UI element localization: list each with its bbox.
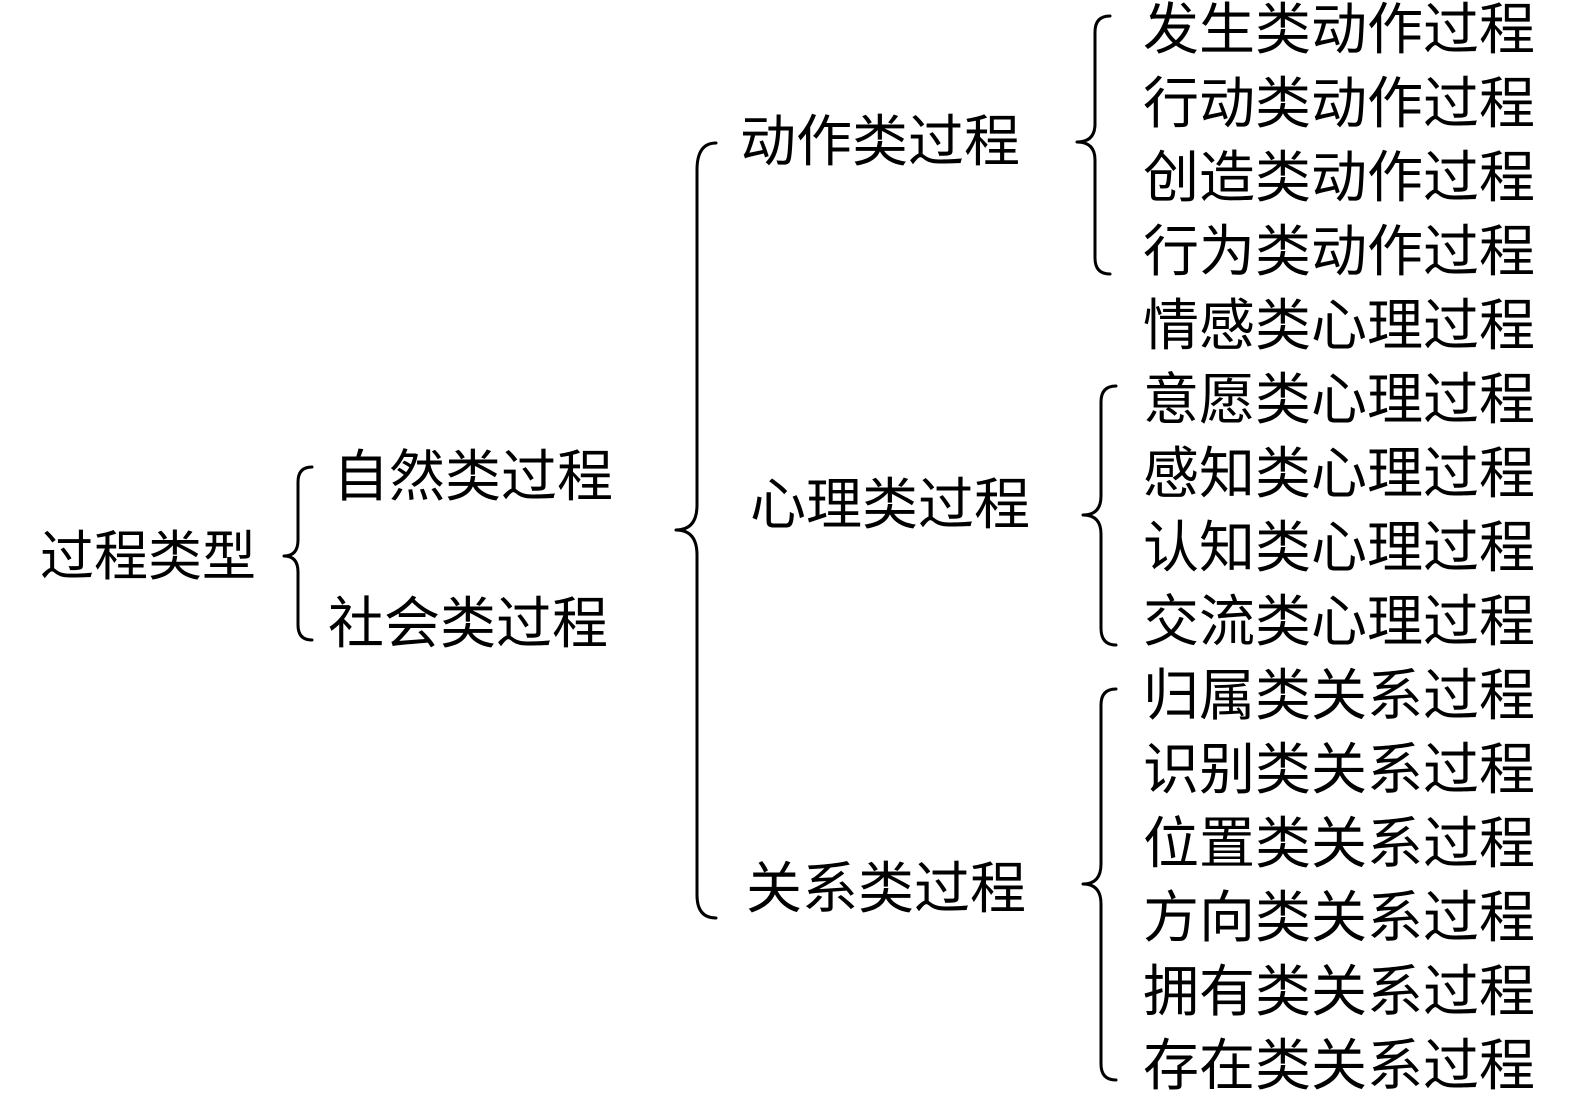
brace-mental xyxy=(1081,384,1118,647)
brace-action xyxy=(1075,14,1112,276)
relation-process-label: 关系类过程 xyxy=(746,857,1026,922)
leaf-action-3: 创造类动作过程 xyxy=(1143,146,1535,211)
brace-root xyxy=(282,465,314,642)
leaf-mental-4: 认知类心理过程 xyxy=(1143,516,1535,581)
leaf-action-2: 行动类动作过程 xyxy=(1143,72,1535,137)
leaf-relation-4: 方向类关系过程 xyxy=(1143,886,1535,951)
leaf-mental-2: 意愿类心理过程 xyxy=(1143,368,1535,433)
leaf-mental-1: 情感类心理过程 xyxy=(1143,294,1535,359)
leaf-relation-3: 位置类关系过程 xyxy=(1143,812,1535,877)
brace-social xyxy=(674,141,718,920)
leaf-relation-1: 归属类关系过程 xyxy=(1143,664,1535,729)
brace-relation xyxy=(1081,687,1118,1082)
action-process-label: 动作类过程 xyxy=(740,110,1020,175)
mental-process-label: 心理类过程 xyxy=(750,473,1030,538)
leaf-action-1: 发生类动作过程 xyxy=(1143,0,1535,63)
leaf-relation-2: 识别类关系过程 xyxy=(1143,738,1535,803)
leaf-relation-5: 拥有类关系过程 xyxy=(1143,960,1535,1025)
root-label: 过程类型 xyxy=(40,525,256,588)
leaf-mental-3: 感知类心理过程 xyxy=(1143,442,1535,507)
leaf-relation-6: 存在类关系过程 xyxy=(1143,1034,1535,1099)
leaf-action-4: 行为类动作过程 xyxy=(1143,220,1535,285)
leaf-mental-5: 交流类心理过程 xyxy=(1143,590,1535,655)
social-process-label: 社会类过程 xyxy=(328,592,608,657)
natural-process-label: 自然类过程 xyxy=(333,445,613,510)
